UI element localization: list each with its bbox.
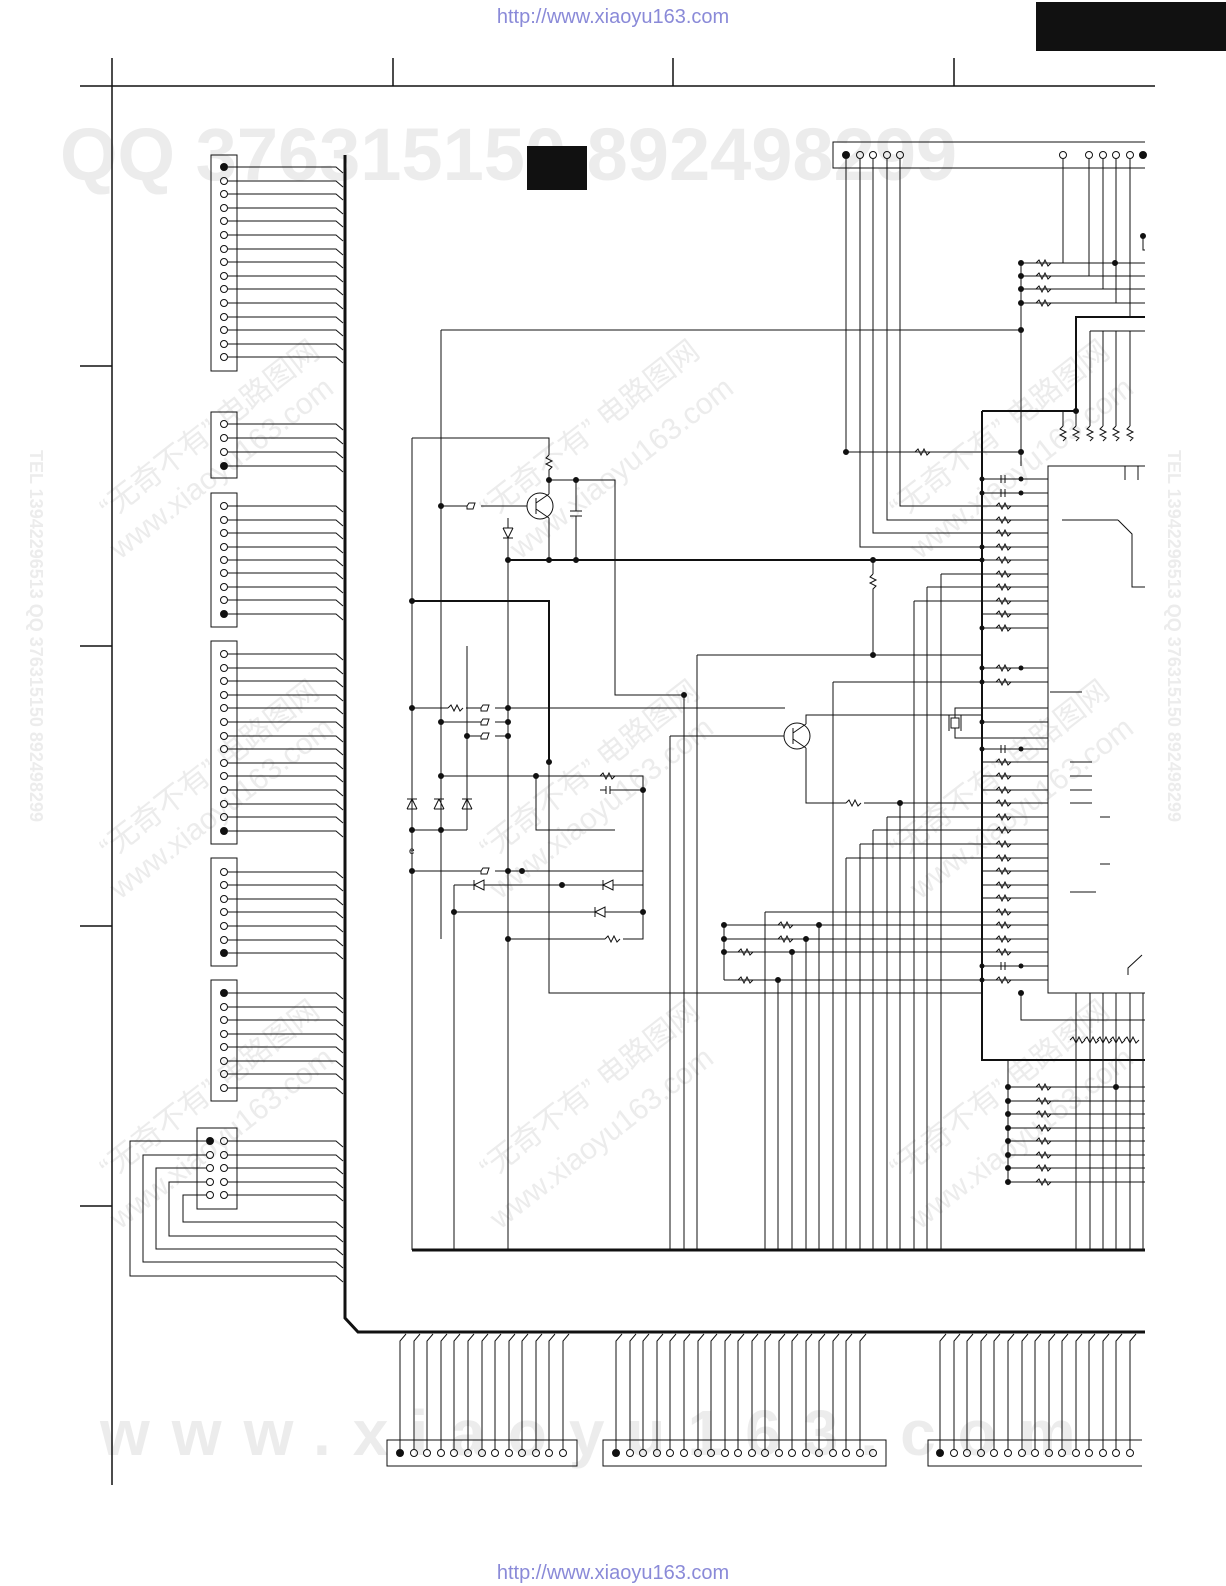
connector-cn7 (129, 1127, 344, 1283)
connector-cn3 (210, 492, 344, 628)
connector-cn1 (210, 154, 344, 372)
watermark-site-bottom: www.xiaoyu163.com (99, 1397, 1098, 1469)
ic-bottom-resistors (1005, 990, 1145, 1250)
microcontroller-ic (1047, 465, 1145, 994)
corner-tab-block (1036, 2, 1226, 51)
watermark-side-right: TEL 13942296513 QQ 376315150 892498299 (1164, 450, 1184, 822)
connector-cn5 (210, 857, 344, 967)
junction-dots (979, 476, 1024, 983)
bottom-connector-2 (602, 1333, 887, 1467)
top-right-resistors (981, 233, 1146, 1061)
connector-cn4 (210, 640, 344, 845)
mid-resistor-bank (721, 573, 982, 1250)
connector-cn6 (210, 979, 344, 1102)
bottom-connector-1 (386, 1333, 578, 1467)
watermark-side-left: TEL 13942296513 QQ 376315150 892498299 (26, 450, 46, 822)
connector-cn2 (210, 411, 344, 479)
ic-pin-resistor-array (982, 475, 1048, 985)
bottom-connector-3 (927, 1333, 1142, 1467)
sheet-frame (80, 58, 1155, 1485)
footer-url[interactable]: http://www.xiaoyu163.com (496, 1562, 730, 1584)
block-label-box (527, 146, 587, 190)
schematic-small-mark: e (409, 846, 415, 857)
header-url[interactable]: http://www.xiaoyu163.com (496, 6, 730, 28)
watermark-qq: QQ 376315150 892498299 (60, 113, 957, 196)
